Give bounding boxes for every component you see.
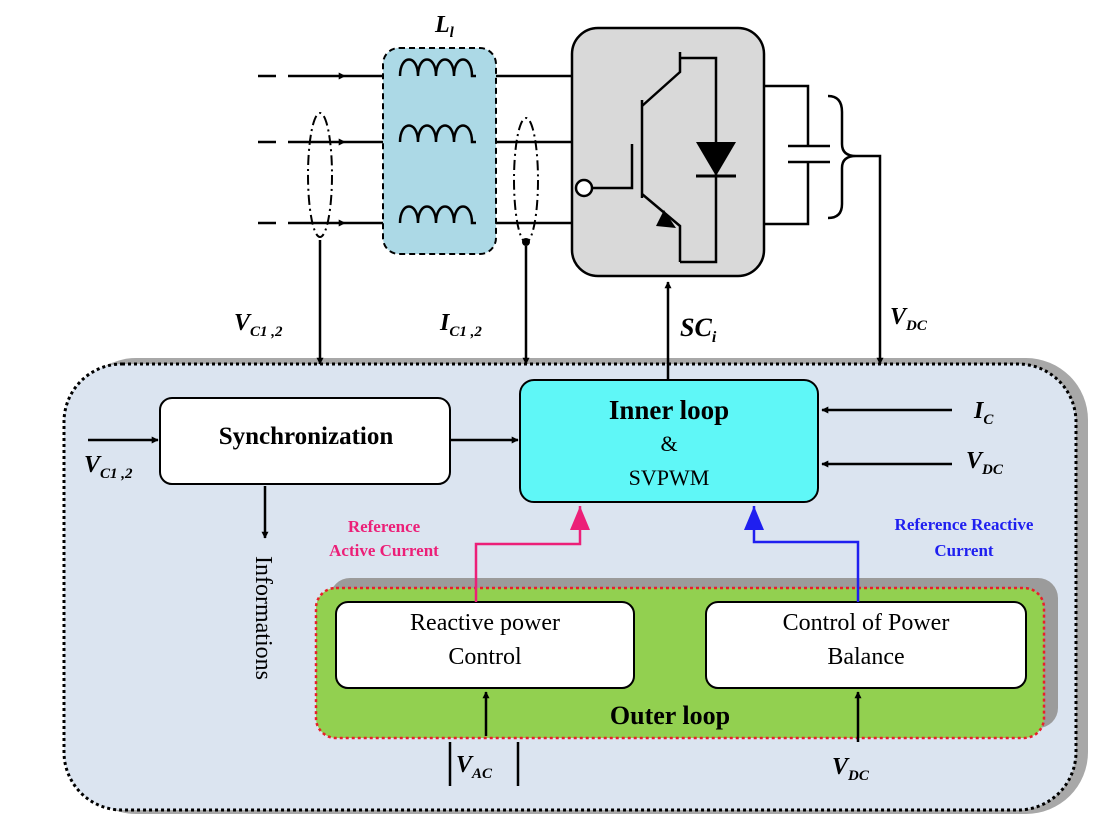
voltage-sensor: VC1 ,2 <box>234 112 333 365</box>
vdc-right-label: VDC <box>966 448 1004 478</box>
gate-terminal <box>574 178 594 198</box>
emitter-arrow <box>656 210 676 228</box>
inductor-box <box>382 47 497 255</box>
vac-label: VAC <box>456 752 493 782</box>
converter-box <box>570 26 766 278</box>
inductor-label: Ll <box>434 12 455 41</box>
outer-loop-label: Outer loop <box>610 701 730 730</box>
ref-reactive-line2: Current <box>934 541 994 560</box>
dc-link <box>764 84 884 365</box>
inner-loop-amp: & <box>660 431 677 456</box>
active-ref-arrowhead <box>570 506 590 530</box>
inductor-group: Ll <box>382 12 497 255</box>
ref-active-line1: Reference <box>348 517 421 536</box>
inductor-coil-b <box>398 124 476 144</box>
reactive-power-box <box>335 601 635 689</box>
ref-active-line2: Active Current <box>329 541 439 560</box>
sync-label: Synchronization <box>219 423 394 450</box>
reactive-ref-arrowhead <box>744 506 764 530</box>
converter <box>570 26 766 278</box>
inductor-coil-c <box>398 205 476 225</box>
dc-brace <box>827 94 857 220</box>
ac-lines <box>258 72 572 227</box>
sc-label: SCi <box>680 313 717 346</box>
reactive-power-line2: Control <box>448 644 522 670</box>
sync-block: Synchronization <box>159 397 451 485</box>
vc-top-label: VC1 ,2 <box>234 310 283 340</box>
vdc-top-label: VDC <box>890 304 928 334</box>
power-balance-box <box>705 601 1027 689</box>
inner-loop-box <box>519 379 819 503</box>
voltage-sensor-ellipse <box>307 112 333 238</box>
ic-right-label: IC <box>973 398 994 428</box>
diode-triangle <box>696 142 736 176</box>
inner-loop-title: Inner loop <box>609 395 729 425</box>
vdc-bottom-label: VDC <box>832 754 870 784</box>
current-sensor-dot <box>522 238 530 246</box>
inner-loop-block: Inner loop & SVPWM <box>519 379 819 503</box>
informations-label: Informations <box>250 556 276 680</box>
inner-loop-svpwm: SVPWM <box>629 465 710 490</box>
outer-loop-group: Reactive power Control Control of Power … <box>314 578 1058 740</box>
vdc-sense-arrow <box>856 154 884 365</box>
reactive-power-line1: Reactive power <box>410 610 560 636</box>
inductor-coil-a <box>398 58 476 78</box>
power-balance-line1: Control of Power <box>783 610 950 636</box>
ref-reactive-line1: Reference Reactive <box>895 515 1034 534</box>
vc-left-label: VC1 ,2 <box>84 452 133 482</box>
power-balance-line2: Balance <box>827 644 904 670</box>
ic-top-label: IC1 ,2 <box>439 310 482 340</box>
current-sensor: IC1 ,2 <box>439 117 539 365</box>
